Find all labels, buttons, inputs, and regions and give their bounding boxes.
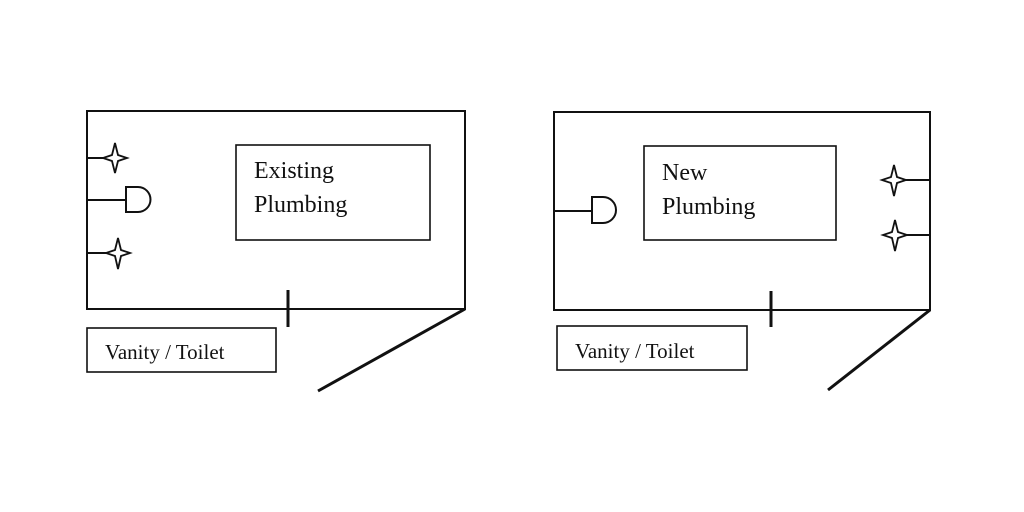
right-floor-plan: New Plumbing Vanity / Toilet — [553, 111, 931, 392]
left-door-line — [317, 307, 466, 393]
right-plumbing-line1: New — [662, 160, 708, 186]
right-door-line — [827, 308, 931, 392]
faucet-star-icon — [87, 142, 130, 174]
left-plumbing-line1: Existing — [254, 158, 334, 184]
left-floor-plan: Existing Plumbing Vanity / Toilet — [86, 110, 466, 393]
faucet-star-icon — [880, 219, 930, 252]
faucet-star-icon — [87, 237, 133, 270]
left-plumbing-line2: Plumbing — [254, 192, 347, 218]
faucet-star-icon — [879, 164, 930, 197]
drain-icon — [87, 186, 152, 213]
left-room-outline — [86, 110, 466, 310]
drain-icon — [554, 196, 617, 224]
right-caption: Vanity / Toilet — [575, 339, 695, 363]
left-plumbing-box — [235, 144, 431, 241]
left-caption-box — [86, 327, 277, 373]
left-caption: Vanity / Toilet — [105, 340, 225, 364]
right-plumbing-line2: Plumbing — [662, 194, 755, 220]
right-plumbing-box — [643, 145, 837, 241]
right-caption-box — [556, 325, 748, 371]
